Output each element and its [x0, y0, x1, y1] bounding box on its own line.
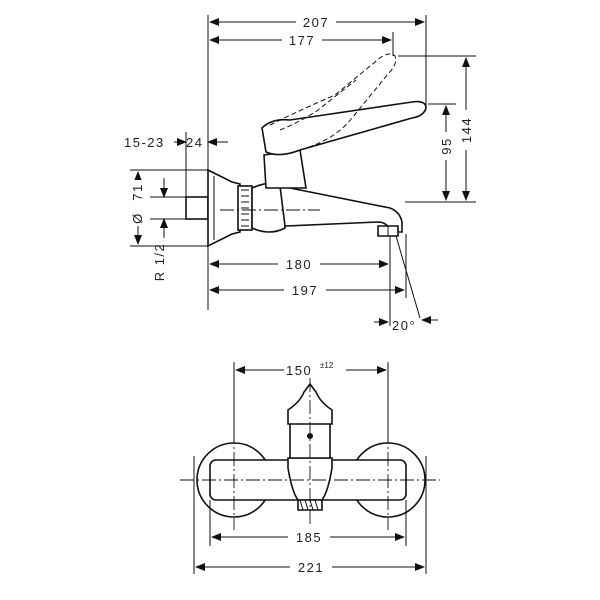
- dim-144-label: 144: [459, 117, 474, 143]
- mixer-body: [251, 182, 286, 233]
- dim-angle-label: 20°: [392, 318, 416, 333]
- dim-diameter-symbol: Ø: [130, 212, 145, 224]
- wall-nipple: [185, 196, 209, 220]
- side-view: 207 177 144 95 15-23 24 Ø 71: [124, 14, 476, 333]
- dim-177-label: 177: [289, 33, 315, 48]
- dim-150-tolerance: ±12: [320, 361, 334, 370]
- dim-207-label: 207: [303, 15, 329, 30]
- cartridge-housing: [263, 149, 307, 189]
- rosette: [207, 168, 241, 248]
- dim-221-label: 221: [298, 560, 324, 575]
- spout: [279, 184, 403, 233]
- dim-180-label: 180: [286, 257, 312, 272]
- dim-185-label: 185: [296, 530, 322, 545]
- dim-wall-distance-label: 15-23: [124, 135, 165, 150]
- dim-rosette-depth-label: 24: [186, 135, 203, 150]
- lever-alt-position: [269, 53, 397, 151]
- front-view: 150 ±12 185 221: [180, 361, 440, 575]
- dim-thread-label: R 1/2: [152, 243, 167, 282]
- dim-197-label: 197: [292, 283, 318, 298]
- lever-handle: [261, 100, 427, 156]
- dim-150-label: 150: [286, 363, 312, 378]
- dim-diameter-value: 71: [130, 183, 145, 200]
- dim-95-label: 95: [439, 137, 454, 154]
